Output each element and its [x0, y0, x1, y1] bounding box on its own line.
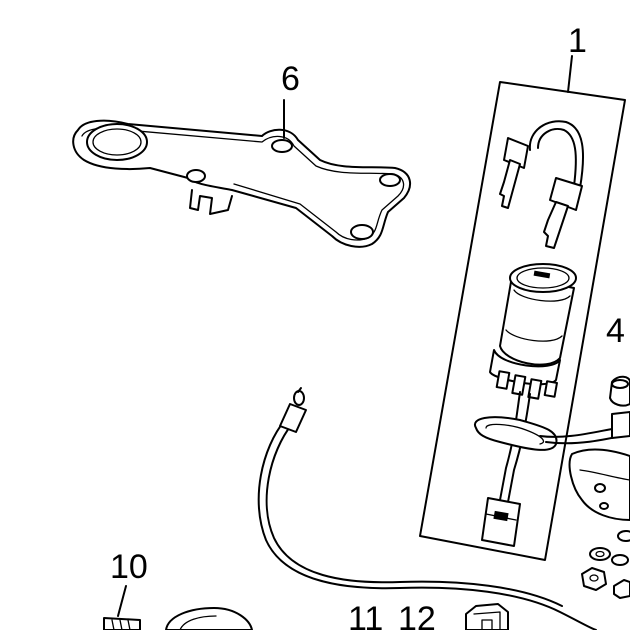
plate-callout-label: 6 — [281, 60, 300, 98]
switch-wiring — [473, 391, 558, 547]
kit-callout-label: 1 — [568, 22, 587, 60]
lower-right-callout-label: 12 — [398, 600, 436, 630]
screw-part — [103, 585, 141, 630]
side-bracket-partial — [539, 375, 630, 599]
lock-cylinder — [489, 263, 577, 400]
lower-dome-highlight — [179, 615, 217, 630]
key-set — [499, 120, 585, 249]
lamp-cable — [257, 387, 597, 630]
lower-dome-part — [165, 607, 253, 630]
lower-left-callout-label: 11 — [348, 600, 383, 630]
screw-callout-label: 10 — [110, 548, 148, 586]
kit-leader-line — [567, 55, 573, 93]
lower-bracket-part — [465, 603, 509, 630]
side-callout-label: 4 — [606, 312, 625, 350]
mounting-plate-part — [72, 119, 412, 248]
